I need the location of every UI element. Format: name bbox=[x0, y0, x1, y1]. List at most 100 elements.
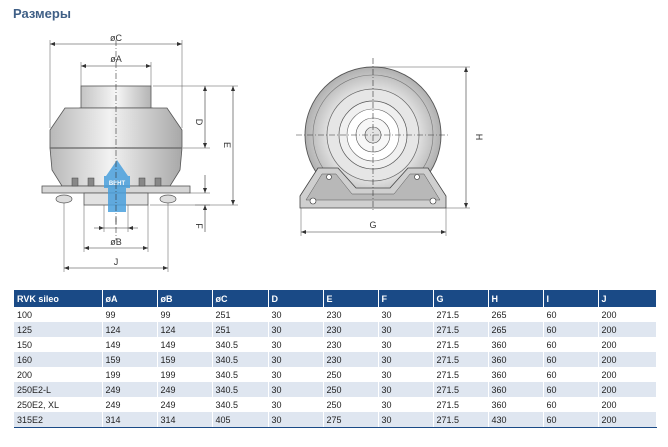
header-cell: øA bbox=[102, 290, 158, 307]
table-cell: 230 bbox=[323, 322, 379, 337]
label-G: G bbox=[369, 220, 376, 230]
table-cell: 250E2-L bbox=[14, 382, 103, 397]
header-cell: D bbox=[268, 290, 324, 307]
table-cell: 160 bbox=[14, 352, 103, 367]
table-cell: 200 bbox=[598, 337, 657, 352]
table-cell: 124 bbox=[102, 322, 158, 337]
table-cell: 265 bbox=[488, 322, 544, 337]
table-cell: 250E2, XL bbox=[14, 397, 103, 412]
table-cell: 314 bbox=[102, 412, 158, 428]
watermark-logo: ВЕНТ bbox=[104, 160, 130, 212]
header-cell: F bbox=[378, 290, 434, 307]
table-cell: 200 bbox=[598, 397, 657, 412]
table-cell: 230 bbox=[323, 307, 379, 322]
table-cell: 340.5 bbox=[212, 397, 269, 412]
table-cell: 30 bbox=[378, 352, 434, 367]
table-cell: 271.5 bbox=[433, 412, 489, 428]
table-cell: 30 bbox=[378, 397, 434, 412]
label-oA: øA bbox=[110, 54, 122, 64]
table-cell: 249 bbox=[102, 382, 158, 397]
table-cell: 200 bbox=[598, 322, 657, 337]
table-cell: 60 bbox=[543, 397, 599, 412]
table-cell: 30 bbox=[268, 412, 324, 428]
table-cell: 251 bbox=[212, 322, 269, 337]
table-cell: 60 bbox=[543, 307, 599, 322]
table-cell: 99 bbox=[102, 307, 158, 322]
table-cell: 30 bbox=[378, 382, 434, 397]
table-cell: 340.5 bbox=[212, 352, 269, 367]
table-cell: 159 bbox=[102, 352, 158, 367]
table-cell: 30 bbox=[268, 337, 324, 352]
table-cell: 30 bbox=[378, 322, 434, 337]
table-cell: 199 bbox=[102, 367, 158, 382]
table-cell: 100 bbox=[14, 307, 103, 322]
label-H: H bbox=[474, 134, 484, 141]
table-cell: 60 bbox=[543, 322, 599, 337]
header-cell: G bbox=[433, 290, 489, 307]
label-I: I bbox=[115, 216, 118, 226]
table-cell: 60 bbox=[543, 382, 599, 397]
label-D: D bbox=[194, 119, 204, 126]
table-cell: 159 bbox=[157, 352, 213, 367]
table-cell: 124 bbox=[157, 322, 213, 337]
side-view: ВЕНТ øC øA D E bbox=[41, 33, 238, 272]
table-cell: 315E2 bbox=[14, 412, 103, 428]
header-cell: øC bbox=[212, 290, 269, 307]
table-cell: 199 bbox=[157, 367, 213, 382]
table-cell: 360 bbox=[488, 397, 544, 412]
table-cell: 271.5 bbox=[433, 397, 489, 412]
table-cell: 271.5 bbox=[433, 337, 489, 352]
table-cell: 250 bbox=[323, 382, 379, 397]
table-cell: 271.5 bbox=[433, 382, 489, 397]
table-cell: 60 bbox=[543, 337, 599, 352]
header-cell: øB bbox=[157, 290, 213, 307]
table-cell: 200 bbox=[598, 367, 657, 382]
table-cell: 249 bbox=[157, 397, 213, 412]
table-cell: 60 bbox=[543, 367, 599, 382]
table-cell: 149 bbox=[157, 337, 213, 352]
table-cell: 200 bbox=[598, 382, 657, 397]
table-cell: 60 bbox=[543, 352, 599, 367]
table-cell: 340.5 bbox=[212, 382, 269, 397]
table-cell: 60 bbox=[543, 412, 599, 428]
table-cell: 251 bbox=[212, 307, 269, 322]
front-view: H G bbox=[296, 58, 484, 236]
table-cell: 271.5 bbox=[433, 307, 489, 322]
table-cell: 430 bbox=[488, 412, 544, 428]
header-cell: H bbox=[488, 290, 544, 307]
table-cell: 271.5 bbox=[433, 367, 489, 382]
table-cell: 30 bbox=[268, 322, 324, 337]
table-cell: 265 bbox=[488, 307, 544, 322]
table-cell: 360 bbox=[488, 367, 544, 382]
table-cell: 249 bbox=[157, 382, 213, 397]
table-cell: 149 bbox=[102, 337, 158, 352]
label-oC: øC bbox=[110, 33, 122, 43]
label-F: F bbox=[194, 223, 204, 229]
table-cell: 30 bbox=[378, 367, 434, 382]
table-cell: 230 bbox=[323, 337, 379, 352]
label-oB: øB bbox=[110, 237, 122, 247]
table-cell: 250 bbox=[323, 397, 379, 412]
table-cell: 314 bbox=[157, 412, 213, 428]
page-title: Размеры bbox=[13, 6, 71, 21]
table-cell: 30 bbox=[378, 307, 434, 322]
table-cell: 249 bbox=[102, 397, 158, 412]
table-cell: 230 bbox=[323, 352, 379, 367]
table-cell: 360 bbox=[488, 382, 544, 397]
table-cell: 250 bbox=[323, 367, 379, 382]
svg-text:ВЕНТ: ВЕНТ bbox=[109, 181, 126, 187]
table-cell: 30 bbox=[378, 412, 434, 428]
table-cell: 360 bbox=[488, 337, 544, 352]
table-cell: 271.5 bbox=[433, 352, 489, 367]
table-cell: 30 bbox=[268, 367, 324, 382]
header-cell: RVK sileo bbox=[14, 290, 103, 307]
